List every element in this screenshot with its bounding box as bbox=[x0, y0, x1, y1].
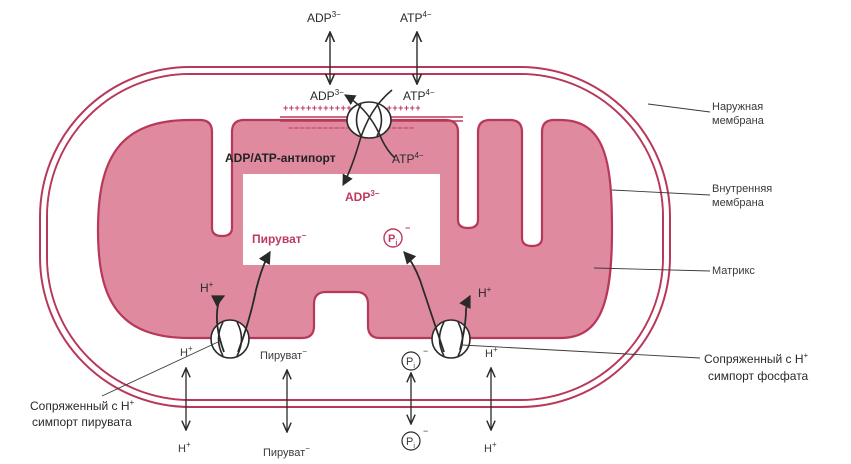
svg-text:Pi: Pi bbox=[406, 356, 415, 370]
adp-outer-label: ADP3− bbox=[307, 10, 341, 25]
phosphate-symport-label-2: симпорт фосфата bbox=[708, 369, 809, 383]
pyruvate-symport-label-2: симпорт пирувата bbox=[32, 415, 132, 429]
outer-membrane-leader bbox=[647, 103, 711, 113]
atp-intermembrane-label: ATP4− bbox=[403, 88, 435, 103]
h-import-pyruvate-arrow bbox=[211, 295, 226, 353]
svg-text:−: − bbox=[405, 223, 410, 233]
pyruvate-intermembrane-label: Пируват− bbox=[260, 347, 307, 362]
antiporter-label: ADP/ATP-антипорт bbox=[225, 151, 336, 165]
h-intermembrane-right-label: H+ bbox=[485, 345, 498, 360]
matrix-label: Матрикс bbox=[712, 265, 755, 277]
h-intermembrane-left-label: H+ bbox=[180, 344, 193, 359]
outer-membrane bbox=[39, 66, 671, 408]
inner-membrane-label-2: мембрана bbox=[712, 197, 765, 209]
phosphate-intermembrane-label: Pi − bbox=[401, 346, 428, 371]
atp-outer-label: ATP4− bbox=[400, 10, 432, 25]
adp-intermembrane-label: ADP3− bbox=[310, 88, 344, 103]
svg-text:Pi: Pi bbox=[388, 233, 397, 247]
pyruvate-import-arrow bbox=[237, 250, 271, 353]
inner-membrane-leader bbox=[611, 189, 711, 196]
outer-membrane-label-1: Наружная bbox=[712, 101, 763, 113]
matrix-cutout bbox=[243, 174, 440, 265]
atp-export-arrow bbox=[344, 94, 396, 159]
phosphate-import-arrow bbox=[403, 251, 445, 353]
pyruvate-symport-label-1: Сопряженный с H+ bbox=[30, 398, 135, 413]
h-matrix-left-label: H+ bbox=[200, 280, 214, 295]
h-outer-right-label: H+ bbox=[484, 440, 497, 455]
adp-matrix-label: ADP3− bbox=[345, 189, 380, 204]
matrix-leader bbox=[593, 267, 711, 272]
svg-text:−: − bbox=[423, 346, 428, 356]
svg-text:Pi: Pi bbox=[406, 436, 415, 450]
outer-membrane-label-2: мембрана bbox=[712, 115, 765, 127]
svg-text:−: − bbox=[423, 426, 428, 436]
pyruvate-outer-label: Пируват− bbox=[263, 444, 310, 459]
phosphate-matrix-label: Pi − bbox=[383, 223, 410, 248]
atp-matrix-label: ATP4− bbox=[392, 151, 424, 166]
pyruvate-matrix-label: Пируват− bbox=[252, 231, 307, 246]
h-matrix-right-label: H+ bbox=[478, 285, 492, 300]
h-import-phosphate-arrow bbox=[459, 294, 471, 351]
inner-membrane-label-1: Внутренняя bbox=[712, 183, 772, 195]
phosphate-outer-label: Pi − bbox=[401, 426, 428, 451]
h-outer-left-label: H+ bbox=[178, 440, 191, 455]
adp-import-arrow bbox=[342, 89, 393, 186]
phosphate-symport-leader bbox=[461, 344, 701, 359]
phosphate-symport-label-1: Сопряженный с H+ bbox=[704, 351, 809, 366]
pyruvate-symport-leader bbox=[101, 341, 219, 397]
